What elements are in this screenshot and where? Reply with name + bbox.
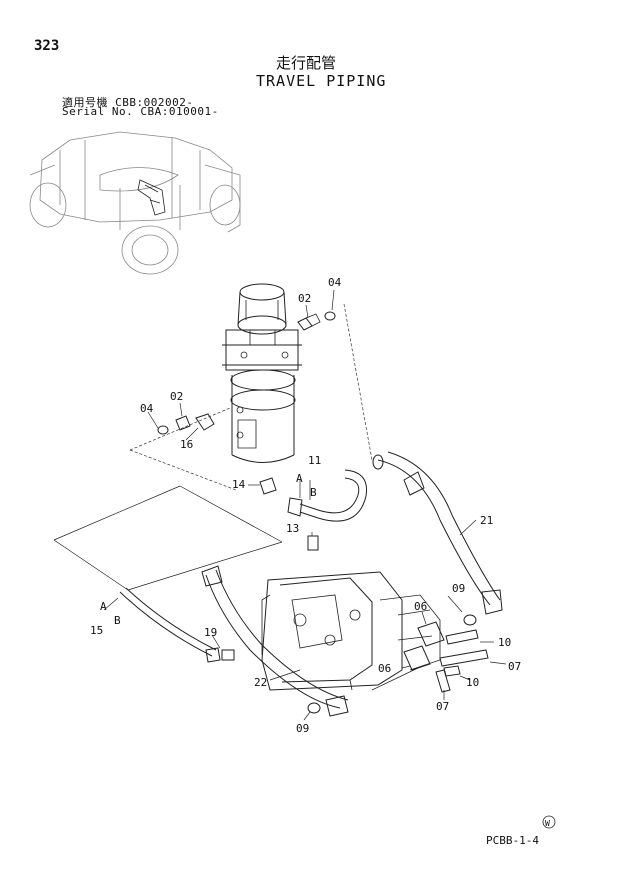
bolt-07-upper bbox=[439, 649, 489, 667]
callout-16: 16 bbox=[180, 438, 193, 451]
callout-15: 15 bbox=[90, 624, 103, 637]
callout-21: 21 bbox=[480, 514, 493, 527]
callout-15-a: A bbox=[100, 600, 107, 613]
block-06-lower bbox=[403, 645, 431, 671]
page-number: 323 bbox=[34, 38, 60, 54]
callout-02-top: 02 bbox=[298, 292, 311, 305]
callout-19: 19 bbox=[204, 626, 217, 639]
mark-letter: W bbox=[545, 819, 550, 828]
callout-11-a: A bbox=[296, 472, 303, 485]
hose-11 bbox=[287, 469, 368, 522]
serial-applicable-line: 適用号機 CBB:002002- bbox=[62, 96, 194, 109]
fitting-14 bbox=[259, 477, 277, 495]
machine-overview-illustration bbox=[29, 131, 241, 275]
block-06-upper bbox=[417, 621, 445, 647]
center-joint bbox=[222, 283, 302, 463]
callout-06-lower: 06 bbox=[378, 662, 391, 675]
callout-09-bottom: 09 bbox=[296, 722, 309, 735]
elbow-16 bbox=[195, 413, 215, 431]
callout-22: 22 bbox=[254, 676, 267, 689]
page-title: TRAVEL PIPING bbox=[256, 72, 387, 90]
callout-09-right: 09 bbox=[452, 582, 465, 595]
callout-11-b: B bbox=[310, 486, 317, 499]
page-title-japanese: 走行配管 bbox=[276, 54, 337, 72]
o-ring-04-left bbox=[157, 425, 169, 435]
o-ring-09-right bbox=[463, 614, 477, 626]
o-ring-04-top bbox=[324, 311, 336, 321]
o-ring-09-bottom bbox=[307, 702, 321, 714]
callout-13: 13 bbox=[286, 522, 299, 535]
bolt-07-lower bbox=[435, 669, 451, 693]
fitting-02-left bbox=[175, 415, 191, 431]
fitting-13 bbox=[307, 535, 319, 551]
hose-22 bbox=[201, 565, 349, 717]
callout-14: 14 bbox=[232, 478, 246, 491]
callout-04-top: 04 bbox=[328, 276, 342, 289]
callout-07-upper: 07 bbox=[508, 660, 521, 673]
travel-motor-assembly bbox=[261, 571, 441, 691]
callout-11: 11 bbox=[308, 454, 321, 467]
callout-10-upper: 10 bbox=[498, 636, 511, 649]
bolt-10-upper bbox=[445, 629, 479, 645]
hose-21 bbox=[372, 451, 503, 615]
hose-15 bbox=[119, 587, 221, 663]
callout-02-left: 02 bbox=[170, 390, 183, 403]
callout-07-lower: 07 bbox=[436, 700, 449, 713]
page-code: PCBB-1-4 bbox=[486, 834, 539, 847]
serial-number-line: Serial No. CBA:010001- bbox=[62, 105, 219, 118]
callout-10-lower: 10 bbox=[466, 676, 479, 689]
callout-15-b: B bbox=[114, 614, 121, 627]
circled-w-mark bbox=[542, 815, 556, 829]
bolt-10-lower bbox=[443, 665, 461, 677]
callout-04-left: 04 bbox=[140, 402, 154, 415]
fitting-19 bbox=[221, 649, 235, 661]
fitting-02-top bbox=[297, 313, 321, 331]
callout-06-upper: 06 bbox=[414, 600, 427, 613]
